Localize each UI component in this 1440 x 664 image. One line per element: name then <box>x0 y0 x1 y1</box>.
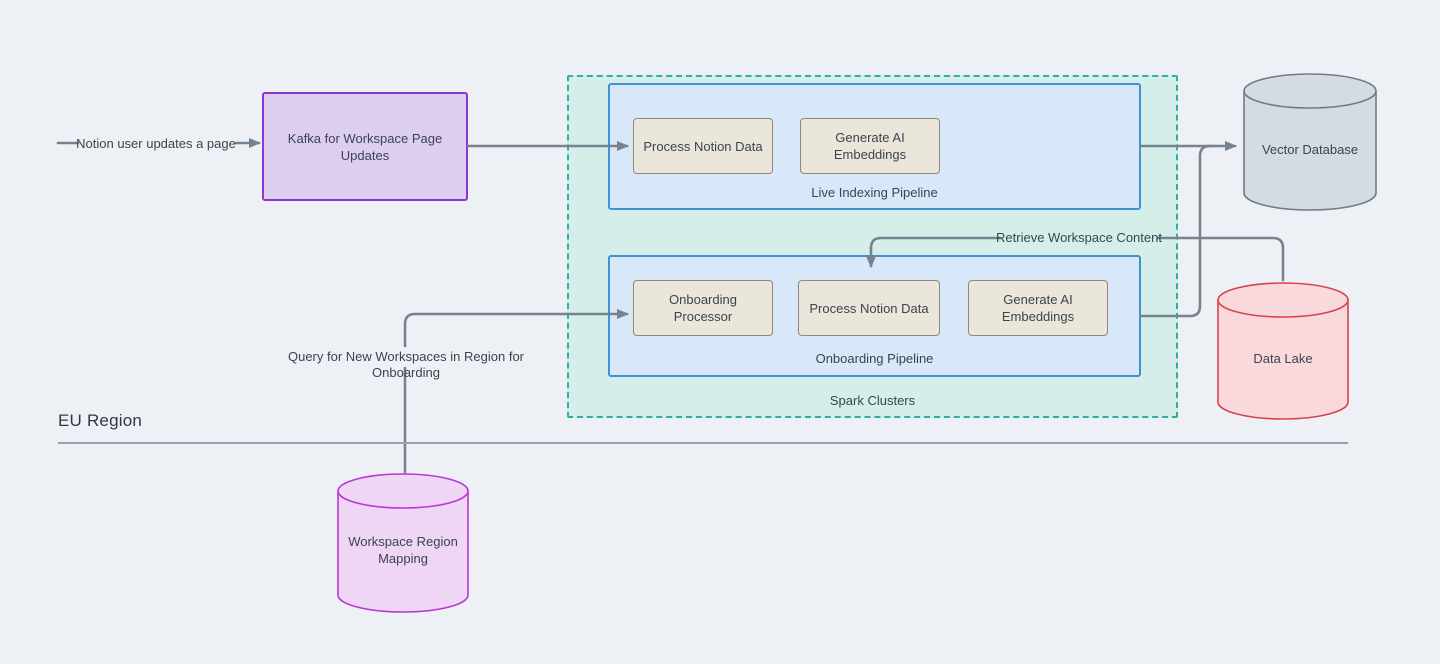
edge-label-query-onboarding: Query for New Workspaces in Region for O… <box>287 349 525 380</box>
eu-region-divider <box>58 442 1348 444</box>
node-label: Generate AI Embeddings <box>833 130 907 162</box>
workspace-region-mapping-label: Workspace Region Mapping <box>348 534 458 566</box>
spark-clusters-label: Spark Clusters <box>829 393 916 408</box>
edge-label-retrieve-content: Retrieve Workspace Content <box>996 230 1162 245</box>
node-label: Process Notion Data <box>643 138 763 154</box>
node-live-generate-ai-embeddings: Generate AI Embeddings <box>800 118 940 174</box>
vector-database-label-wrap: Vector Database <box>1244 74 1376 210</box>
data-lake-label: Data Lake <box>1253 350 1313 366</box>
edge-label-notion-update: Notion user updates a page <box>76 136 236 151</box>
node-kafka: Kafka for Workspace Page Updates <box>262 92 468 201</box>
node-onboarding-process-notion-data: Process Notion Data <box>798 280 940 336</box>
data-lake-label-wrap: Data Lake <box>1218 283 1348 419</box>
vector-database-label: Vector Database <box>1261 141 1359 157</box>
node-onboarding-processor: Onboarding Processor <box>633 280 773 336</box>
live-indexing-pipeline-label: Live Indexing Pipeline <box>811 185 938 200</box>
node-onboarding-generate-ai-embeddings: Generate AI Embeddings <box>968 280 1108 336</box>
eu-region-title: EU Region <box>58 411 143 430</box>
node-label: Onboarding Processor <box>669 292 737 324</box>
onboarding-pipeline-label: Onboarding Pipeline <box>815 351 934 366</box>
workspace-region-mapping-label-wrap: Workspace Region Mapping <box>338 474 468 612</box>
node-label: Generate AI Embeddings <box>1001 292 1075 324</box>
node-live-process-notion-data: Process Notion Data <box>633 118 773 174</box>
node-label: Kafka for Workspace Page Updates <box>287 130 443 163</box>
node-label: Process Notion Data <box>809 300 929 316</box>
